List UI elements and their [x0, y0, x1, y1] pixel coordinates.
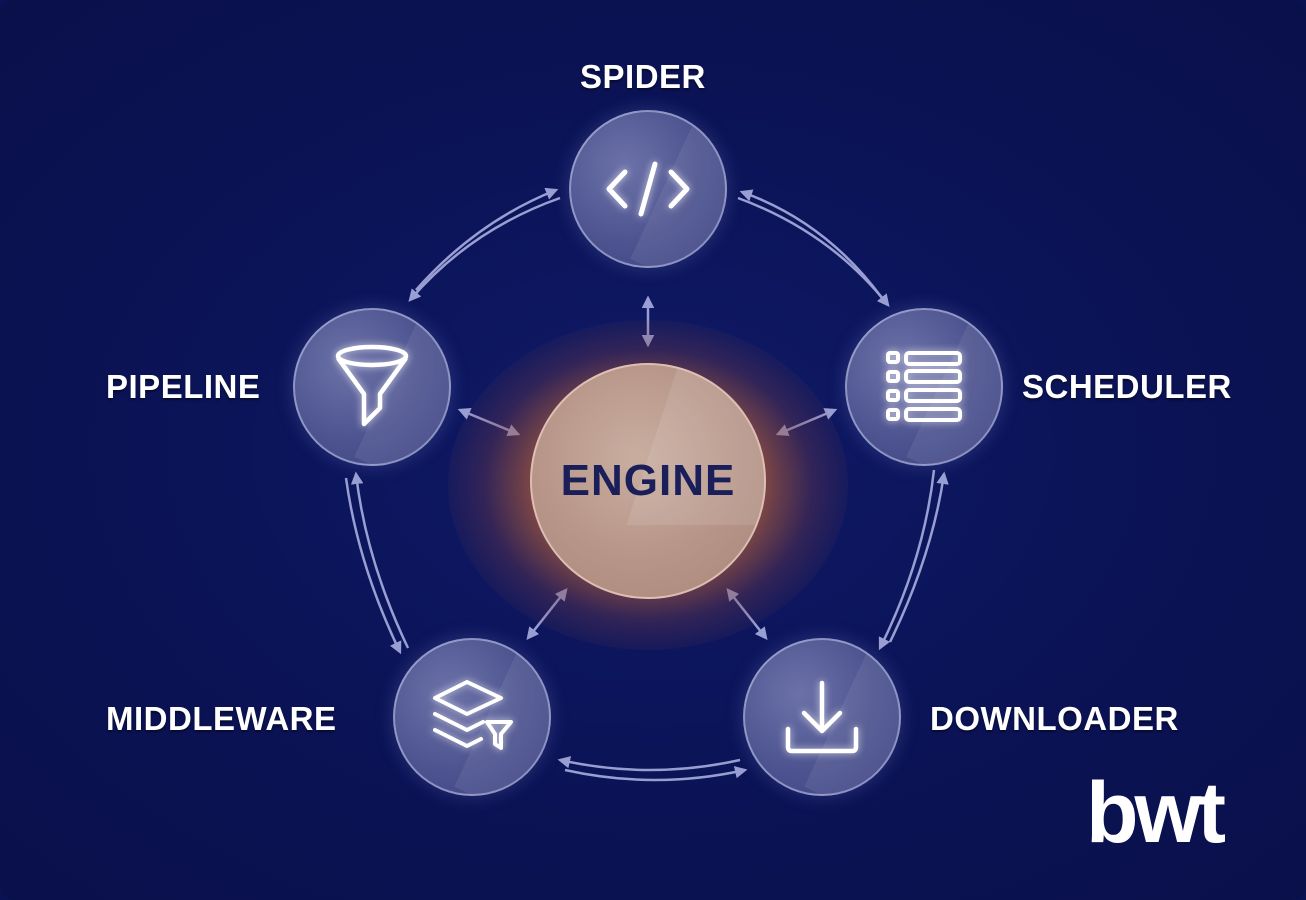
scheduler-node	[845, 308, 1003, 466]
pipeline-node	[293, 308, 451, 466]
bwt-logo: bwt	[1086, 765, 1226, 861]
downloader-label: DOWNLOADER	[930, 700, 1179, 737]
layers-filter-icon	[433, 680, 513, 750]
spider-node	[569, 110, 727, 268]
middleware-label: MIDDLEWARE	[106, 700, 337, 737]
middleware-node	[393, 638, 551, 796]
spider-label: SPIDER	[580, 58, 706, 95]
scheduler-label: SCHEDULER	[1022, 368, 1232, 405]
funnel-icon	[335, 344, 409, 427]
engine-node: ENGINE	[530, 363, 766, 599]
download-icon	[785, 680, 859, 754]
engine-label: ENGINE	[560, 456, 736, 505]
code-brackets-icon	[606, 161, 690, 217]
list-icon	[886, 351, 962, 422]
downloader-node	[743, 638, 901, 796]
pipeline-label: PIPELINE	[106, 368, 261, 405]
